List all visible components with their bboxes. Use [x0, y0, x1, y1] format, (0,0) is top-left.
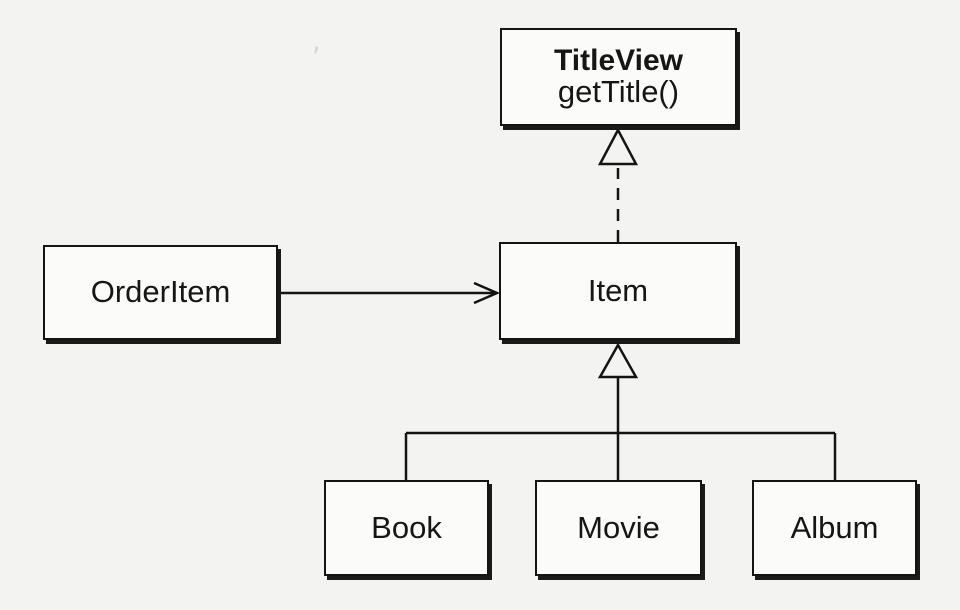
book-class-box: Book: [324, 480, 489, 576]
association-arrowhead: [473, 281, 501, 305]
realization-arrowhead: [597, 127, 639, 166]
titleview-name: TitleView: [554, 43, 683, 77]
item-class-box: Item: [499, 242, 737, 340]
book-name: Book: [371, 509, 442, 545]
generalization-arrowhead: [597, 342, 639, 379]
titleview-method: getTitle(): [557, 74, 680, 110]
movie-class-box: Movie: [535, 480, 702, 576]
item-name: Item: [587, 272, 649, 308]
album-name: Album: [790, 509, 879, 545]
orderitem-class-box: OrderItem: [43, 245, 278, 340]
orderitem-name: OrderItem: [90, 274, 231, 310]
movie-name: Movie: [577, 509, 660, 545]
titleview-interface-box: TitleView getTitle(): [500, 28, 737, 126]
album-class-box: Album: [752, 480, 917, 576]
